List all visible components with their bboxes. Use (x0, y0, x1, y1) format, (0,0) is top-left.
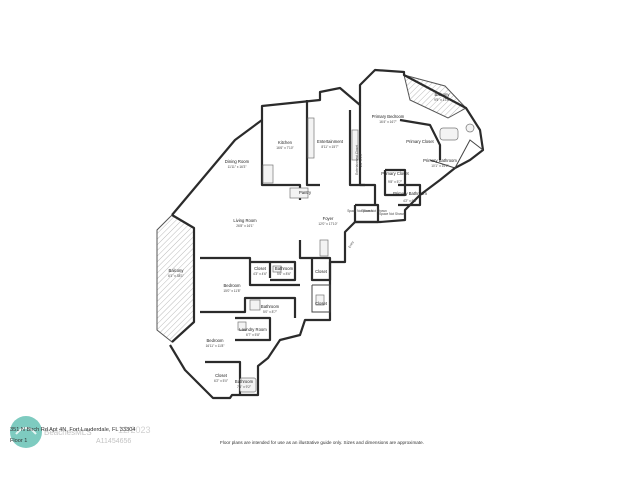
room-dim-bedroom-1: 15'0" x 11'8" (223, 289, 240, 293)
primary-bedroom-wall (358, 105, 377, 205)
room-label-primary-bathroom: Primary Bathroom (423, 158, 457, 163)
room-label-closet-right-1: Closet (315, 269, 328, 274)
primary-closet-wall (399, 118, 442, 160)
room-dim-bedroom-2: 16'11" x 11'8" (206, 344, 225, 348)
sink-icon (465, 123, 475, 133)
outer-wall (169, 68, 485, 400)
foyer-cabinet-icon (319, 239, 329, 257)
room-label-bathroom-3: Bathroom (235, 379, 254, 384)
watermark-logo (10, 416, 42, 448)
kitchen-counter (262, 164, 274, 184)
room-dim-closet-1: 4'3" x 4'6" (253, 272, 267, 276)
room-label-space-not-shown-2: Space Not Shown (361, 209, 387, 213)
tub-icon (439, 127, 459, 141)
foyer-wall (298, 240, 312, 260)
room-dim-foyer: 12'0" x 17'10" (318, 222, 337, 226)
room-label-closet-right-2: Closet (315, 301, 328, 306)
room-label-pantry: Pantry (299, 190, 312, 195)
primary-bed-closet-fixture (351, 129, 359, 161)
bath-closet-wall (383, 168, 407, 197)
space-not-shown-walls (353, 203, 380, 224)
room-label-entry: Entry (348, 240, 355, 249)
room-label-entertainment-closet: Entertainment Closet (355, 145, 359, 175)
room-dim-primary-bedroom: 16'4" x 16'7" (379, 120, 396, 124)
closet-shelf-icon (315, 294, 325, 306)
room-dim-kitchen: 16'6" x 7'10" (276, 146, 293, 150)
room-label-dining-room: Dining Room (225, 159, 250, 164)
room-dim-dining-room: 11'11" x 16'3" (228, 165, 247, 169)
room-dim-bathroom-2: 5'0" x 8'7" (263, 310, 277, 314)
room-dim-entertainment: 8'11" x 15'7" (321, 145, 338, 149)
room-label-bathroom-1: Bathroom (275, 266, 294, 271)
laundry-washer-icon (237, 321, 247, 331)
room-label-balcony-top: Balcony (435, 92, 451, 97)
closet-right-wall (310, 256, 332, 282)
balcony-top-area (403, 74, 467, 119)
room-dim-laundry-room: 6'7" x 5'8" (246, 333, 260, 337)
disclaimer-text: Floor plans are intended for use as an i… (220, 440, 424, 445)
living-east-wall (171, 214, 196, 343)
room-label-laundry-room: Laundry Room (239, 327, 267, 332)
entertainment-counter (307, 117, 315, 159)
room-label-bedroom-1: Bedroom (224, 283, 242, 288)
watermark-date: 12/2023 (118, 425, 151, 435)
room-label-entertainment: Entertainment (317, 139, 344, 144)
property-address: 351 N Birch Rd Apt 4N, Fort Lauderdale, … (10, 427, 136, 433)
watermark-brand: BeachesMLS (44, 428, 92, 437)
bath2-wall (398, 183, 422, 207)
room-dim-bathroom-3: 7'4" x 9'2" (237, 385, 251, 389)
room-label-space-not-shown-3: Space Not Shown (379, 212, 405, 216)
room-dim-living-room: 26'8" x 16'1" (236, 224, 253, 228)
room-label-foyer: Foyer (323, 216, 334, 221)
room-label-bedroom-2: Bedroom (207, 338, 225, 343)
room-label-primary-closet: Primary Closet (381, 171, 409, 176)
room-label-kitchen: Kitchen (278, 140, 293, 145)
room-label-space-not-shown-1: Space Not Shown (347, 209, 373, 213)
bath3-tub-icon (239, 377, 257, 393)
room-label-primary-bathroom-2: Primary Bathroom (393, 191, 427, 196)
room-dim-primary-bathroom: 10'1" x 16'2" (431, 164, 448, 168)
room-dim-primary-closet: 9'8" x 5'7" (388, 180, 402, 184)
room-dim-primary-bathroom-2: 4'2" x 6'8" (403, 199, 417, 203)
kitchen-island (289, 187, 309, 199)
entertainment-wall (305, 100, 320, 187)
room-label-closet-2: Closet (215, 373, 228, 378)
primary-bath-partition (429, 139, 484, 169)
room-label-primary-closet-top: Primary Closet (406, 139, 434, 144)
room-label-living-room: Living Room (233, 218, 257, 223)
room-dim-bathroom-1: 5'6" x 8'6" (277, 272, 291, 276)
room-dim-balcony-left: 6'1" x 38'1" (168, 274, 184, 278)
room-dim-entertainment-closet: 2'2" x 5'3" (359, 153, 363, 167)
room-label-closet-1: Closet (254, 266, 267, 271)
bedroom1-bottom-wall (200, 296, 297, 318)
room-dim-balcony-top: 9'5" x 13'6" (434, 98, 450, 102)
balcony-left-area (156, 214, 195, 343)
laundry-wall (235, 316, 272, 342)
floor-label: Floor 1 (10, 438, 28, 444)
room-label-primary-bedroom: Primary Bedroom (372, 114, 405, 119)
room-label-bathroom-2: Bathroom (261, 304, 280, 309)
closet-right-2-wall (311, 284, 331, 313)
room-label-balcony-left: Balcony (169, 268, 185, 273)
bath2-fixture-icon (249, 299, 261, 311)
watermark-id: A11454656 (96, 438, 132, 445)
bath1-fixture-icon (272, 265, 282, 273)
bedroom1-top-wall (200, 256, 300, 287)
room-dim-closet-2: 6'2" x 5'0" (214, 379, 228, 383)
bath1-wall (270, 260, 297, 282)
